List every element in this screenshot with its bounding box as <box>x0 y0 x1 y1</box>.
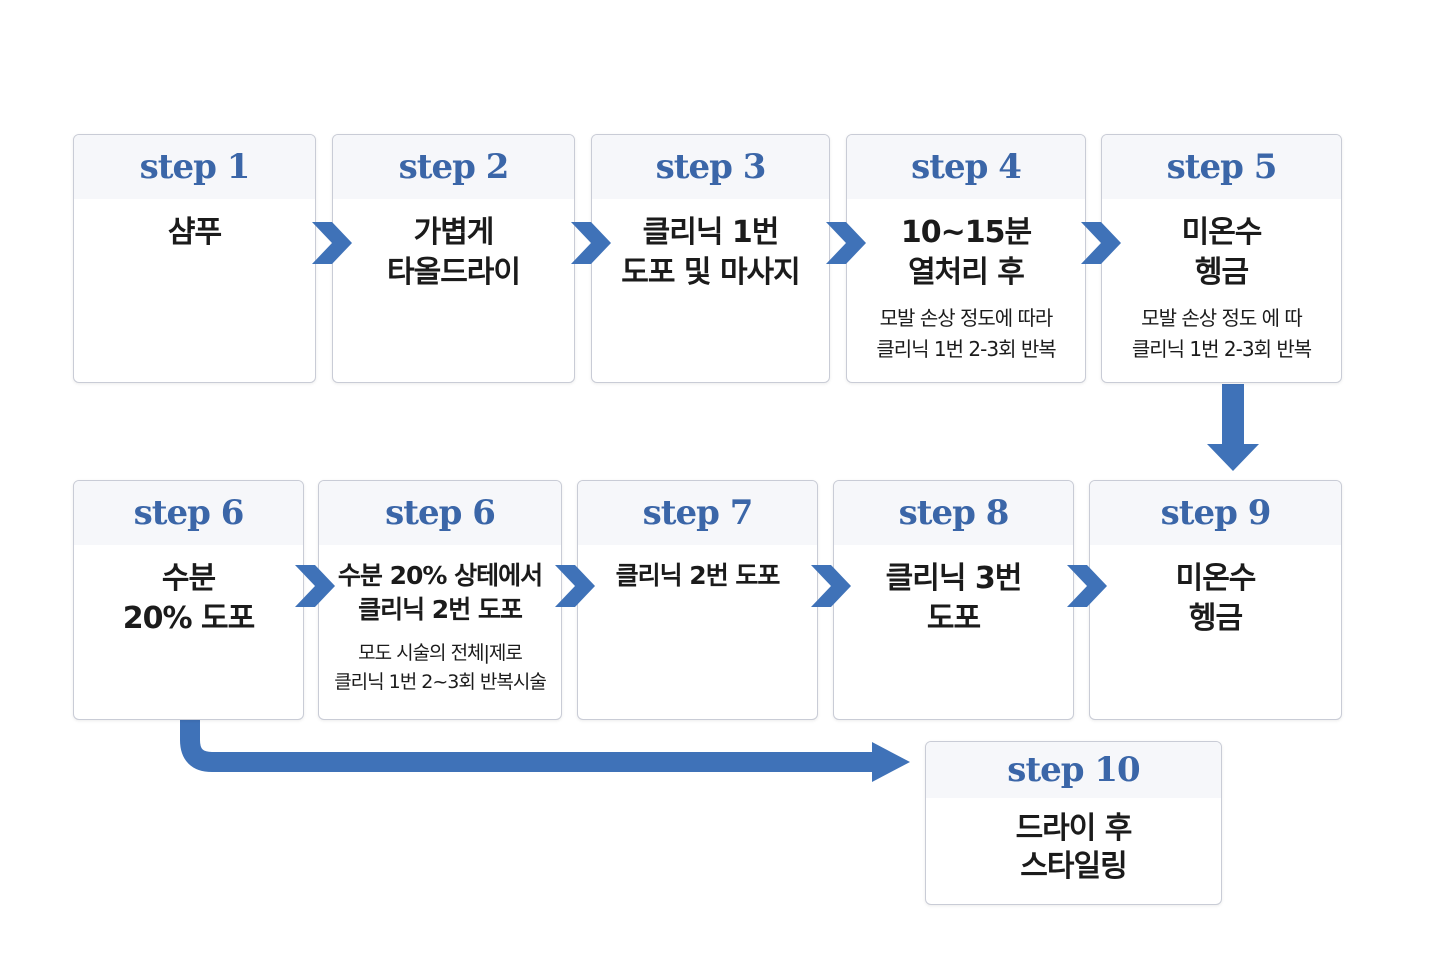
step-title: 도포 및 마사지 <box>621 255 801 290</box>
step-title: 20% 도포 <box>122 601 255 636</box>
step-note: 클리닉 1번 2-3회 반복 <box>1131 337 1312 361</box>
step-card-6b: step 6 수분 20% 상테에서 클리닉 2번 도포 모도 시술의 전체|제… <box>318 480 562 720</box>
step-title: 미온수 <box>1175 561 1257 596</box>
step-label: step 7 <box>642 493 754 533</box>
step-title: 샴푸 <box>167 215 222 250</box>
chevron-right-icon <box>826 222 866 264</box>
chevron-right-icon <box>571 222 611 264</box>
step-note: 클리닉 1번 2~3회 반복시술 <box>334 671 547 693</box>
step-title: 미온수 <box>1181 215 1263 250</box>
step-title: 헹금 <box>1194 255 1249 290</box>
step-title: 수분 <box>161 561 216 596</box>
step-title: 클리닉 2번 도포 <box>615 561 781 590</box>
step-title: 열처리 후 <box>908 255 1025 290</box>
step-card-2: step 2 가볍게 타올드라이 <box>332 134 575 383</box>
step-label: step 9 <box>1160 493 1272 533</box>
step-card-1: step 1 샴푸 <box>73 134 316 383</box>
step-card-7: step 7 클리닉 2번 도포 <box>577 480 818 720</box>
step-title: 가볍게 <box>413 215 495 250</box>
step-title: 수분 20% 상테에서 <box>337 561 543 590</box>
step-card-9: step 9 미온수 헹금 <box>1089 480 1342 720</box>
chevron-right-icon <box>295 565 335 607</box>
step-title: 클리닉 2번 도포 <box>358 595 523 624</box>
step-title: 10~15분 <box>900 215 1032 250</box>
step-title: 클리닉 3번 <box>885 561 1023 596</box>
step-title: 클리닉 1번 <box>642 215 780 250</box>
chevron-right-icon <box>312 222 352 264</box>
step-label: step 4 <box>911 147 1022 187</box>
step-title: 드라이 후 <box>1015 811 1133 846</box>
step-label: step 6 <box>385 493 496 533</box>
chevron-right-icon <box>1067 565 1107 607</box>
step-label: step 6 <box>133 493 245 533</box>
chevron-right-icon <box>811 565 851 607</box>
step-card-6a: step 6 수분 20% 도포 <box>73 480 304 720</box>
step-label: step 8 <box>898 493 1010 533</box>
step-card-4: step 4 10~15분 열처리 후 모발 손상 정도에 따라 클리닉 1번 … <box>846 134 1086 383</box>
step-card-8: step 8 클리닉 3번 도포 <box>833 480 1074 720</box>
step-note: 모도 시술의 전체|제로 <box>358 642 523 664</box>
step-label: step 1 <box>139 147 251 187</box>
step-label: step 10 <box>1007 750 1140 790</box>
step-card-5: step 5 미온수 헹금 모발 손상 정도 에 따 클리닉 1번 2-3회 반… <box>1101 134 1342 383</box>
step-title: 스타일링 <box>1020 849 1127 884</box>
chevron-right-icon <box>555 565 595 607</box>
step-title: 도포 <box>926 601 981 636</box>
step-label: step 2 <box>398 147 510 187</box>
chevron-right-icon <box>1081 222 1121 264</box>
step-card-3: step 3 클리닉 1번 도포 및 마사지 <box>591 134 830 383</box>
down-arrow <box>1207 384 1259 471</box>
step-title: 헹금 <box>1188 601 1243 636</box>
step-card-10: step 10 드라이 후 스타일링 <box>925 741 1222 905</box>
step-note: 모발 손상 정도에 따라 <box>879 306 1054 330</box>
step-note: 모발 손상 정도 에 따 <box>1141 306 1303 330</box>
step-label: step 3 <box>655 147 767 187</box>
step-note: 클리닉 1번 2-3회 반복 <box>876 337 1056 361</box>
bent-arrow <box>180 720 910 782</box>
step-label: step 5 <box>1166 147 1278 187</box>
step-title: 타올드라이 <box>387 255 521 290</box>
